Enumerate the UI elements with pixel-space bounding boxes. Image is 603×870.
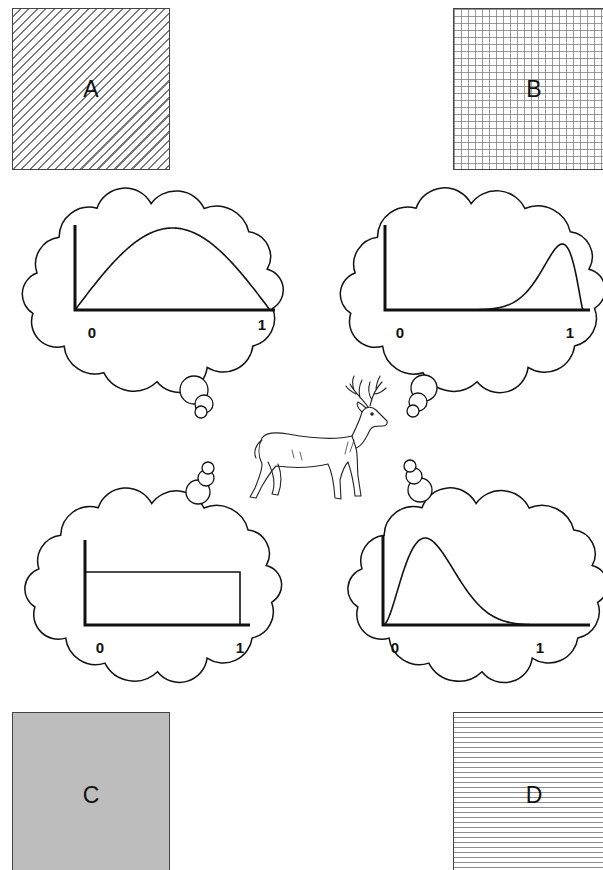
distribution-curve [75, 228, 270, 310]
thought-bubble [407, 405, 419, 417]
swatch-letter: B [526, 76, 541, 102]
cloud-shape [22, 188, 283, 392]
axis-tick-label: 1 [225, 638, 255, 658]
plot-axes [75, 225, 275, 310]
thought-bubble [198, 470, 214, 486]
axis-tick-label: 0 [385, 323, 415, 343]
gray-swatch: C [12, 712, 170, 870]
distribution-curve [385, 244, 583, 310]
thought-bubble [195, 406, 207, 418]
cloud-outline [22, 488, 287, 683]
distribution-curve [383, 538, 583, 625]
thought-bubble [202, 462, 214, 474]
plot-axes [383, 535, 590, 625]
thought-cloud: 01 [345, 488, 603, 683]
cloud-shape [25, 488, 282, 682]
deer-ear [357, 402, 366, 412]
grid-swatch: B [453, 8, 603, 170]
cloud-outline [338, 188, 603, 393]
thought-cloud: 01 [20, 188, 288, 393]
swatch-letter: C [83, 782, 100, 808]
thought-bubble [406, 468, 422, 484]
thought-bubble [195, 395, 213, 413]
plot-axes [85, 540, 250, 625]
deer-shading [292, 440, 354, 460]
deer-hind-leg [268, 462, 281, 495]
deer-drawing [250, 376, 387, 499]
thought-cloud: 01 [22, 488, 287, 683]
thought-bubble [409, 393, 427, 411]
thought-bubble [408, 478, 432, 502]
thought-bubble [186, 480, 210, 504]
deer-antlers [346, 376, 386, 407]
thought-bubble [180, 376, 208, 404]
deer-eye [371, 413, 373, 415]
axis-tick-label: 0 [380, 638, 410, 658]
cloud-shape [348, 488, 603, 683]
axis-tick-label: 0 [85, 638, 115, 658]
axis-tick-label: 1 [555, 323, 585, 343]
thought-bubble [404, 460, 416, 472]
deer-tail [255, 440, 262, 458]
hatched-swatch: A [12, 8, 170, 170]
striped-swatch: D [453, 712, 603, 870]
swatch-letter: D [526, 782, 543, 808]
distribution-curve [85, 572, 240, 625]
axis-tick-label: 0 [77, 323, 107, 343]
thought-bubble [411, 375, 437, 401]
thought-cloud: 01 [338, 188, 603, 393]
plot-axes [385, 225, 590, 310]
cloud-outline [20, 188, 288, 393]
axis-tick-label: 1 [247, 315, 277, 335]
cloud-shape [340, 188, 603, 393]
deer-neck-head [352, 407, 387, 448]
deer-body [250, 433, 361, 499]
swatch-letter: A [83, 76, 98, 102]
axis-tick-label: 1 [525, 638, 555, 658]
cloud-outline [345, 488, 603, 683]
